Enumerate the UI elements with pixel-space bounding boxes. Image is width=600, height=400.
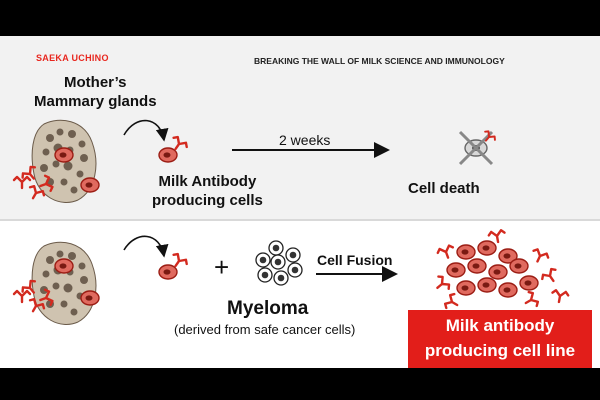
source-line-1: Mother’s [64,74,127,91]
top-panel [0,36,600,220]
source-label: Mother’s Mammary glands [34,73,157,111]
result-line-1: Milk antibody [445,316,555,335]
outcome-label: Cell death [408,180,480,197]
result-banner: Milk antibody producing cell line [408,310,592,368]
slide-header: BREAKING THE WALL OF MILK SCIENCE AND IM… [254,56,505,66]
cell-icon [158,251,190,280]
dead-cell-icon [458,128,498,166]
curved-arrow-icon [123,119,169,142]
duration-label: 2 weeks [279,132,331,148]
process-label: Cell Fusion [317,252,393,268]
result-line-2: producing cell line [424,341,576,360]
cells-line-2: producing cells [152,192,263,209]
curved-arrow-icon [123,235,169,258]
author-label: SAEKA UCHINO [36,53,109,63]
cells-label: Milk Antibody producing cells [152,172,263,210]
panel-divider [0,219,600,221]
myeloma-note: (derived from safe cancer cells) [174,322,356,337]
source-line-2: Mammary glands [34,93,157,110]
myeloma-cluster-icon [255,240,303,286]
cells-line-1: Milk Antibody [158,173,257,190]
hybridoma-cluster-icon [446,240,539,298]
myeloma-label: Myeloma [227,298,309,319]
plus-sign: + [214,252,229,282]
mammary-gland-icon [31,241,97,325]
